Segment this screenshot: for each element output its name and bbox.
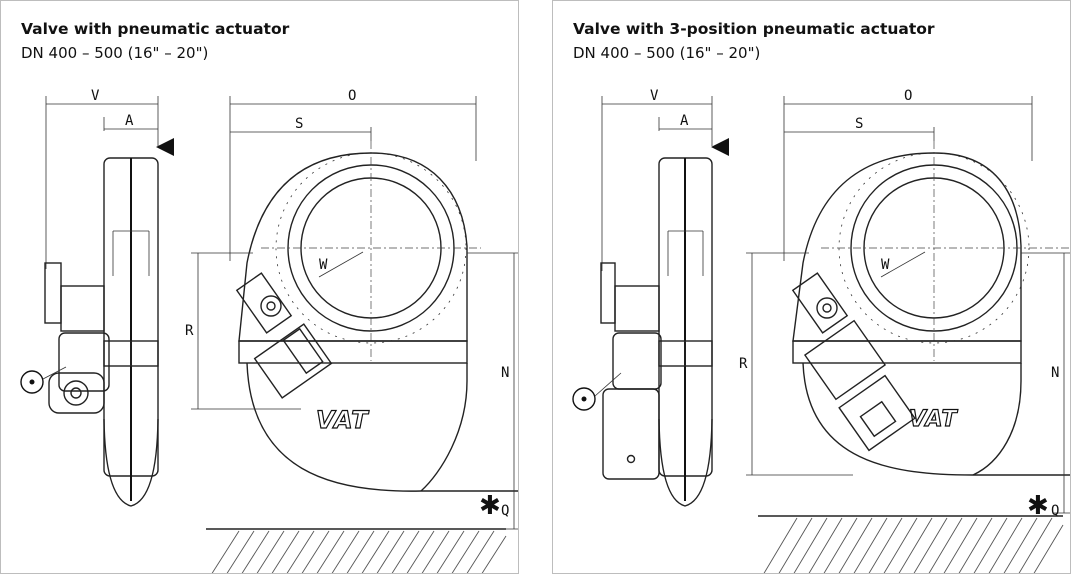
dim-label-n: N <box>501 365 509 381</box>
front-view: O S W R N <box>185 88 518 530</box>
triangle-arrow-icon <box>156 138 174 156</box>
front-view: O S W R N <box>739 88 1070 521</box>
dim-label-a: A <box>125 113 134 129</box>
dim-label-a: A <box>680 113 689 129</box>
dim-label-r: R <box>185 323 194 339</box>
dim-label-s: S <box>855 116 863 132</box>
panel-subtitle: DN 400 – 500 (16" – 20") <box>573 44 761 62</box>
dim-label-w: W <box>319 257 328 273</box>
floor-hatching <box>206 528 507 573</box>
dim-label-v: V <box>650 88 659 104</box>
panel-subtitle: DN 400 – 500 (16" – 20") <box>21 44 209 62</box>
drawing-panel-3-position: Valve with 3-position pneumatic actuator… <box>552 0 1071 574</box>
dim-label-s: S <box>295 116 303 132</box>
technical-drawing: V A <box>20 88 518 573</box>
panel-title: Valve with 3-position pneumatic actuator <box>573 20 935 38</box>
circled-dot-icon <box>572 372 622 411</box>
dim-label-v: V <box>91 88 100 104</box>
dim-label-q: Q <box>1051 503 1059 519</box>
asterisk-icon: ✱ <box>1027 491 1049 521</box>
circled-dot-icon <box>20 366 67 394</box>
dim-label-o: O <box>348 88 356 104</box>
dim-label-r: R <box>739 356 748 372</box>
floor-hatching <box>758 515 1064 573</box>
panel-title: Valve with pneumatic actuator <box>21 20 290 38</box>
technical-drawing: V A <box>572 88 1070 573</box>
side-view: V A <box>20 88 174 507</box>
brand-logo: VAT <box>909 407 958 432</box>
triangle-arrow-icon <box>711 138 729 156</box>
side-view: V A <box>572 88 729 507</box>
dim-label-q: Q <box>501 503 509 519</box>
dim-label-w: W <box>881 257 890 273</box>
dim-label-o: O <box>904 88 912 104</box>
drawing-panel-pneumatic: Valve with pneumatic actuator DN 400 – 5… <box>0 0 519 574</box>
asterisk-icon: ✱ <box>479 491 501 521</box>
brand-logo: VAT <box>316 406 369 434</box>
dim-label-n: N <box>1051 365 1059 381</box>
